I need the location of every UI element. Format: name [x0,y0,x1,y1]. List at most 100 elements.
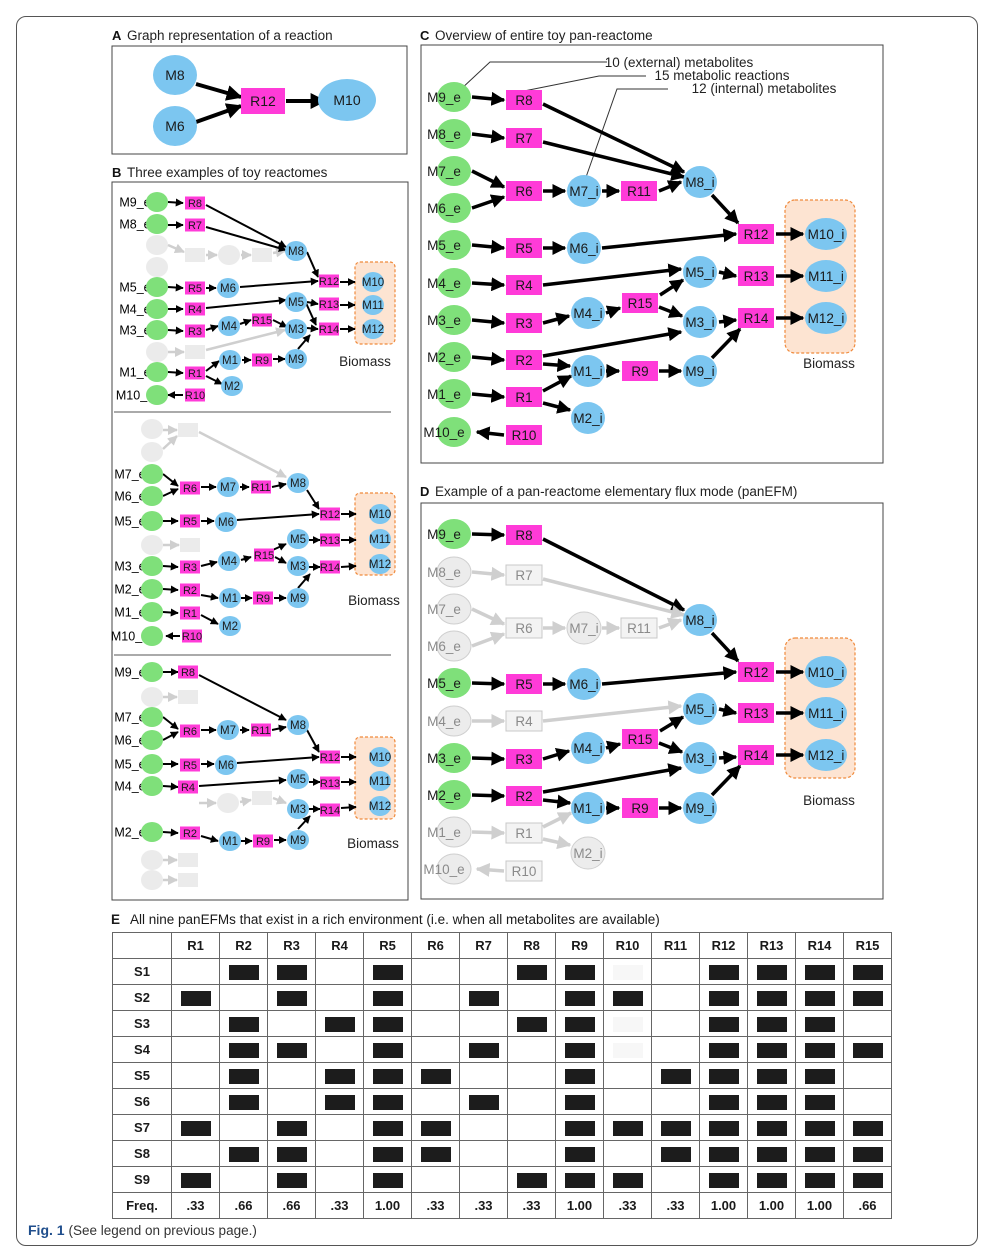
panel-c-arrow [471,91,506,106]
active-reaction-mark [564,1172,595,1188]
panel-b-node-m9: M9 [285,349,307,369]
table-cell [219,1166,268,1193]
panel-d-node-m6-e [436,630,472,662]
panel-b-label-m9-e: M9_e [114,666,145,680]
panel-c-arrow [658,304,684,318]
active-reaction-mark [468,1094,499,1110]
panel-b-inactive-node [217,793,239,813]
panel-b-arrow [239,796,252,807]
table-cell [171,1166,220,1193]
frequency-value: .33 [507,1192,556,1219]
table-cell [747,1088,796,1115]
panel-d-arrow [471,566,506,581]
panel-d-label-m12-i: M12_i [808,748,845,763]
table-cell [555,984,604,1011]
table-cell [363,1114,412,1141]
panel-d-node-m1-e [436,816,472,848]
panel-b-node-m6: M6 [215,755,237,775]
panel-b-node-m8: M8 [287,715,309,735]
panel-b-node-m10-e [141,626,163,646]
table-cell [699,1088,748,1115]
frequency-label: Freq. [112,1192,172,1219]
panel-b-label-r5: R5 [183,516,197,528]
active-reaction-mark [708,1172,739,1188]
frequency-value: 1.00 [795,1192,844,1219]
panel-b-label-m8: M8 [288,246,304,258]
frequency-value: .33 [651,1192,700,1219]
panel-b-label-m9: M9 [290,593,306,605]
panel-b-reaction-r4: R4 [178,780,198,794]
table-cell [315,1062,364,1089]
panel-c-node-m11-i: M11_i [805,260,847,292]
panel-c-arrow [471,277,506,292]
table-cell [555,1114,604,1141]
panel-b-arrow [272,319,288,328]
row-label: S6 [112,1088,172,1115]
active-reaction-mark [564,1042,595,1058]
panel-c-arrow [542,263,683,287]
panel-b-label-r8: R8 [181,667,195,679]
column-header-r12: R12 [699,932,748,959]
active-reaction-mark [516,1172,547,1188]
active-reaction-mark [852,1120,883,1136]
panel-b-label-m1: M1 [222,593,238,605]
panel-b-arrow [162,562,179,571]
active-reaction-mark [756,964,787,980]
table-cell [171,984,220,1011]
table-cell [267,1062,316,1089]
panel-b-label-r7: R7 [188,220,202,232]
frequency-value: .66 [843,1192,892,1219]
panel-a-label-r12: R12 [250,93,276,109]
panel-b-reaction-r2: R2 [180,826,200,840]
column-header-r7: R7 [459,932,508,959]
panel-b-reaction-r12: R12 [320,750,340,764]
panel-c-label-m5-i: M5_i [685,265,714,280]
row-label: S9 [112,1166,172,1193]
active-reaction-mark [564,1016,595,1032]
panel-b-node-m1: M1 [219,350,241,370]
panel-b-arrow [162,716,179,730]
panel-b-inactive-node [141,535,163,555]
panel-c-arrow [542,327,683,358]
panel-b-reaction-r8: R8 [178,665,198,679]
active-reaction-mark [564,1120,595,1136]
panel-b-node-m3-e [146,320,168,340]
panel-c-label-r1: R1 [515,390,532,405]
panel-b-label-m10: M10 [369,752,391,764]
panel-c-reaction-r9: R9 [622,361,658,381]
active-reaction-mark [660,1146,691,1162]
table-cell [747,984,796,1011]
panel-d-label-r4: R4 [515,714,533,729]
active-reaction-mark [372,1094,403,1110]
panel-b-node-m11: M11 [369,771,391,791]
panel-b-label-m3: M3 [288,324,304,336]
panel-b-label-m2: M2 [222,621,238,633]
panel-b-label-r12: R12 [320,752,340,764]
panel-d-node-m7-e [436,593,472,625]
column-header-r11: R11 [651,932,700,959]
panel-c-label-m7-i: M7_i [569,184,598,199]
table-cell [843,1062,892,1089]
panel-b-label-r6: R6 [183,483,197,495]
table-cell [459,1140,508,1167]
panel-b-reaction-r11: R11 [251,723,271,737]
table-cell [363,1088,412,1115]
panel-a-node-m6: M6 [153,106,197,146]
panel-b-biomass-label: Biomass [348,593,400,608]
panel-d-reaction-r1: R1 [505,822,543,844]
panel-c-label-r5: R5 [515,241,532,256]
panel-c-reaction-r8: R8 [506,90,542,110]
panel-b-label-r1: R1 [188,368,202,380]
panel-d-label-m10-e: M10_e [423,862,464,877]
panel-c-label-r3: R3 [515,316,532,331]
table-row: S8 [112,1140,892,1167]
table-cell [795,984,844,1011]
active-reaction-mark [468,990,499,1006]
table-cell [315,1036,364,1063]
active-reaction-mark [804,1146,835,1162]
panel-b-label-m1: M1 [222,836,238,848]
table-cell [651,1062,700,1089]
panel-d-label-m4-i: M4_i [573,741,602,756]
